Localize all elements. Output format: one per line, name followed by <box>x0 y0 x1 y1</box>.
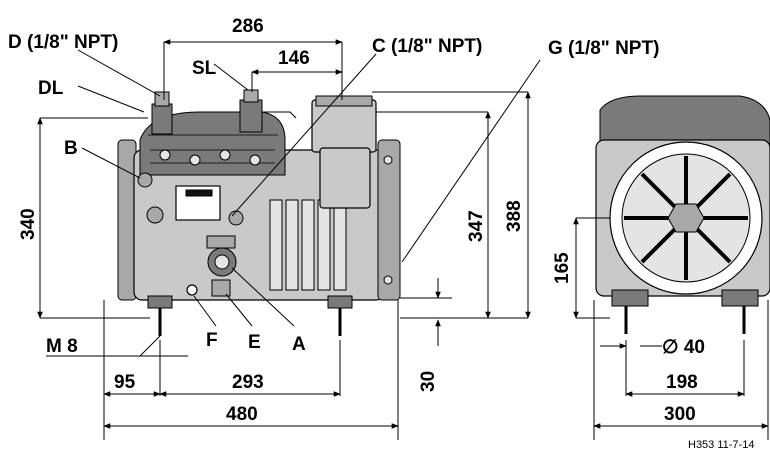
dimension-lines <box>37 39 769 440</box>
front-view <box>595 95 770 334</box>
dim-95: 95 <box>114 372 136 393</box>
dim-165: 165 <box>552 252 573 284</box>
dim-286: 286 <box>232 16 264 37</box>
label-d: D (1/8" NPT) <box>8 32 118 53</box>
label-diam40: ∅ 40 <box>662 337 705 358</box>
dim-340: 340 <box>18 208 39 240</box>
label-f: F <box>206 330 218 351</box>
drawing-reference: H353 11-7-14 <box>688 439 754 451</box>
dim-30: 30 <box>418 371 439 392</box>
dim-146: 146 <box>278 48 310 69</box>
motor-ribs <box>269 199 347 291</box>
label-dl: DL <box>38 78 64 99</box>
dim-480: 480 <box>226 404 258 425</box>
label-a: A <box>292 334 306 355</box>
dim-347: 347 <box>466 210 487 242</box>
labels: D (1/8" NPT) C (1/8" NPT) G (1/8" NPT) S… <box>8 16 754 451</box>
leader-lines <box>77 49 541 327</box>
label-m8: M 8 <box>46 336 78 357</box>
dim-300: 300 <box>664 404 696 425</box>
dim-198: 198 <box>666 372 698 393</box>
label-g: G (1/8" NPT) <box>548 38 659 59</box>
dim-388: 388 <box>504 200 525 232</box>
label-sl: SL <box>192 58 217 79</box>
label-c: C (1/8" NPT) <box>372 36 482 57</box>
side-view <box>117 89 401 336</box>
label-e: E <box>248 332 261 353</box>
label-b: B <box>64 138 78 159</box>
dim-293: 293 <box>232 372 264 393</box>
